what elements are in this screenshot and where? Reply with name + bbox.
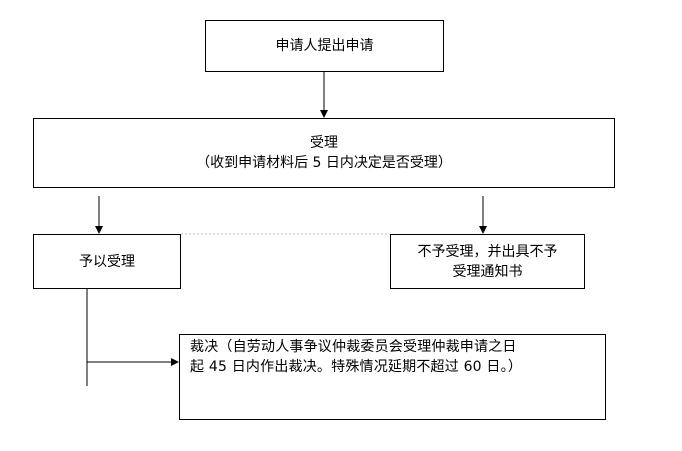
node-accepted-label: 予以受理 [79, 253, 135, 270]
node-accept: 受理 （收到申请材料后 5 日内决定是否受理） [33, 118, 615, 188]
node-accept-detail: （收到申请材料后 5 日内决定是否受理） [196, 155, 452, 171]
node-ruling-line2: 起 45 日内作出裁决。特殊情况延期不超过 60 日。） [190, 359, 523, 375]
node-ruling: 裁决（自劳动人事争议仲裁委员会受理仲裁申请之日 起 45 日内作出裁决。特殊情况… [179, 334, 606, 420]
node-apply: 申请人提出申请 [205, 20, 444, 72]
node-rejected-line2: 受理通知书 [452, 263, 523, 280]
node-rejected-line1: 不予受理，并出具不予 [417, 243, 558, 260]
node-apply-label: 申请人提出申请 [275, 38, 374, 54]
node-accept-title: 受理 [310, 135, 338, 151]
node-ruling-line1: 裁决（自劳动人事争议仲裁委员会受理仲裁申请之日 [190, 339, 517, 355]
node-accepted: 予以受理 [33, 234, 181, 289]
node-rejected: 不予受理，并出具不予 受理通知书 [390, 234, 585, 289]
